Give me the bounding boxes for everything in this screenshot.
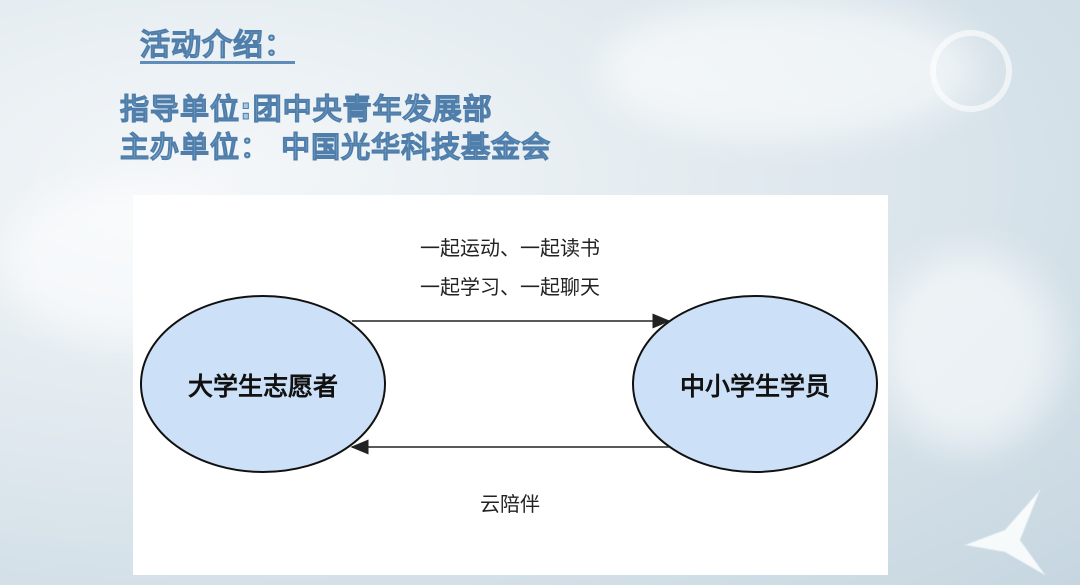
background-cloud (600, 0, 980, 140)
guide-unit-text: 指导单位:团中央青年发展部 (120, 92, 493, 127)
companionship-label: 云陪伴 (480, 492, 540, 516)
volunteer-node-label: 大学生志愿者 (187, 372, 338, 401)
background-cloud (880, 250, 1060, 450)
watermark-logo-icon (930, 30, 1012, 112)
student-node (632, 295, 878, 473)
volunteer-node (140, 295, 386, 473)
activity-label-1: 一起运动、一起读书 (420, 236, 600, 260)
activity-label-2: 一起学习、一起聊天 (420, 275, 600, 299)
diagram-canvas (140, 295, 878, 473)
paper-crane-icon (963, 490, 1046, 576)
host-unit-text: 主办单位： 中国光华科技基金会 (119, 130, 552, 165)
student-node-label: 中小学生学员 (679, 372, 830, 401)
slide-title: 活动介绍： (140, 28, 295, 64)
diagram-panel: 一起运动、一起读书 一起学习、一起聊天 云陪伴 大学生志愿者 中小学生学员 (133, 195, 888, 575)
